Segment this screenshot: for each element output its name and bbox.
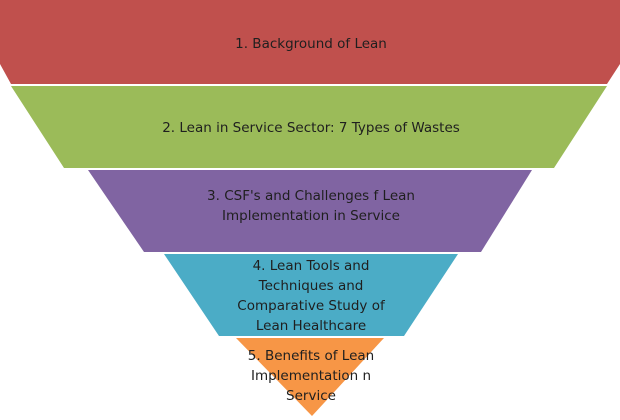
layer-4-shape xyxy=(164,254,458,336)
layer-2-shape xyxy=(11,86,607,168)
layer-4-label: 4. Lean Tools and Techniques and Compara… xyxy=(237,258,385,334)
layer-5-label: 5. Benefits of Lean Implementation n Ser… xyxy=(247,348,375,404)
layer-3-shape xyxy=(88,170,532,252)
layer-5-shape xyxy=(236,338,384,416)
layer-2-label: 2. Lean in Service Sector: 7 Types of Wa… xyxy=(162,120,460,136)
layer-3-label: 3. CSF's and Challenges f Lean Implement… xyxy=(207,188,415,224)
layer-1-label: 1. Background of Lean xyxy=(235,36,387,52)
layer-1-shape xyxy=(0,0,620,84)
